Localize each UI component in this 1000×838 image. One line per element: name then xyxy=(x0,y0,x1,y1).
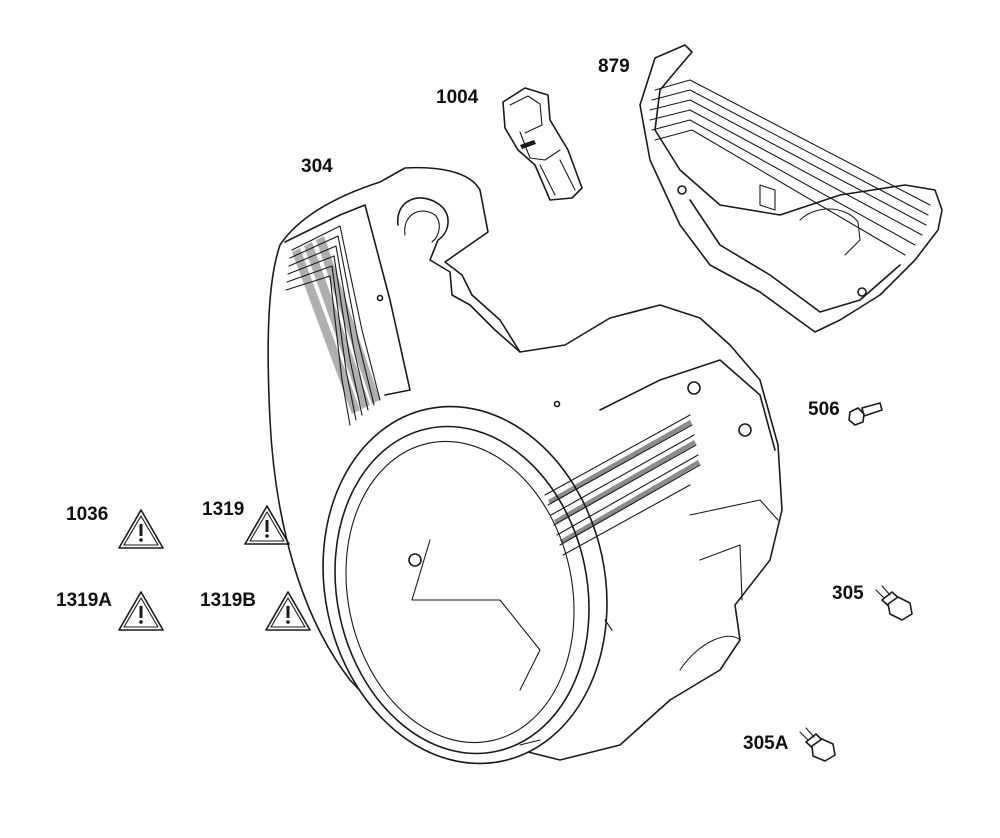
warning-label-1319b: 1319B xyxy=(200,590,256,611)
part-label-879: 879 xyxy=(598,56,630,77)
warning-icon xyxy=(118,509,164,549)
warning-icon xyxy=(118,591,164,631)
engine-cover-drawing xyxy=(639,44,943,333)
warning-label-1319: 1319 xyxy=(202,499,245,520)
blower-housing-drawing xyxy=(267,166,783,765)
air-duct-drawing xyxy=(502,87,583,201)
warning-label-1036: 1036 xyxy=(66,504,109,525)
part-label-305: 305 xyxy=(832,583,864,604)
part-label-1004: 1004 xyxy=(436,87,479,108)
part-label-506: 506 xyxy=(808,399,840,420)
warning-icon xyxy=(265,591,311,631)
bolt-305a-drawing xyxy=(799,727,836,762)
screw-506-drawing xyxy=(848,402,883,426)
warning-label-1319a: 1319A xyxy=(56,590,112,611)
bolt-305-drawing xyxy=(875,585,913,621)
warning-icon xyxy=(244,505,290,545)
part-label-305a: 305A xyxy=(743,733,789,754)
part-label-304: 304 xyxy=(301,156,333,177)
